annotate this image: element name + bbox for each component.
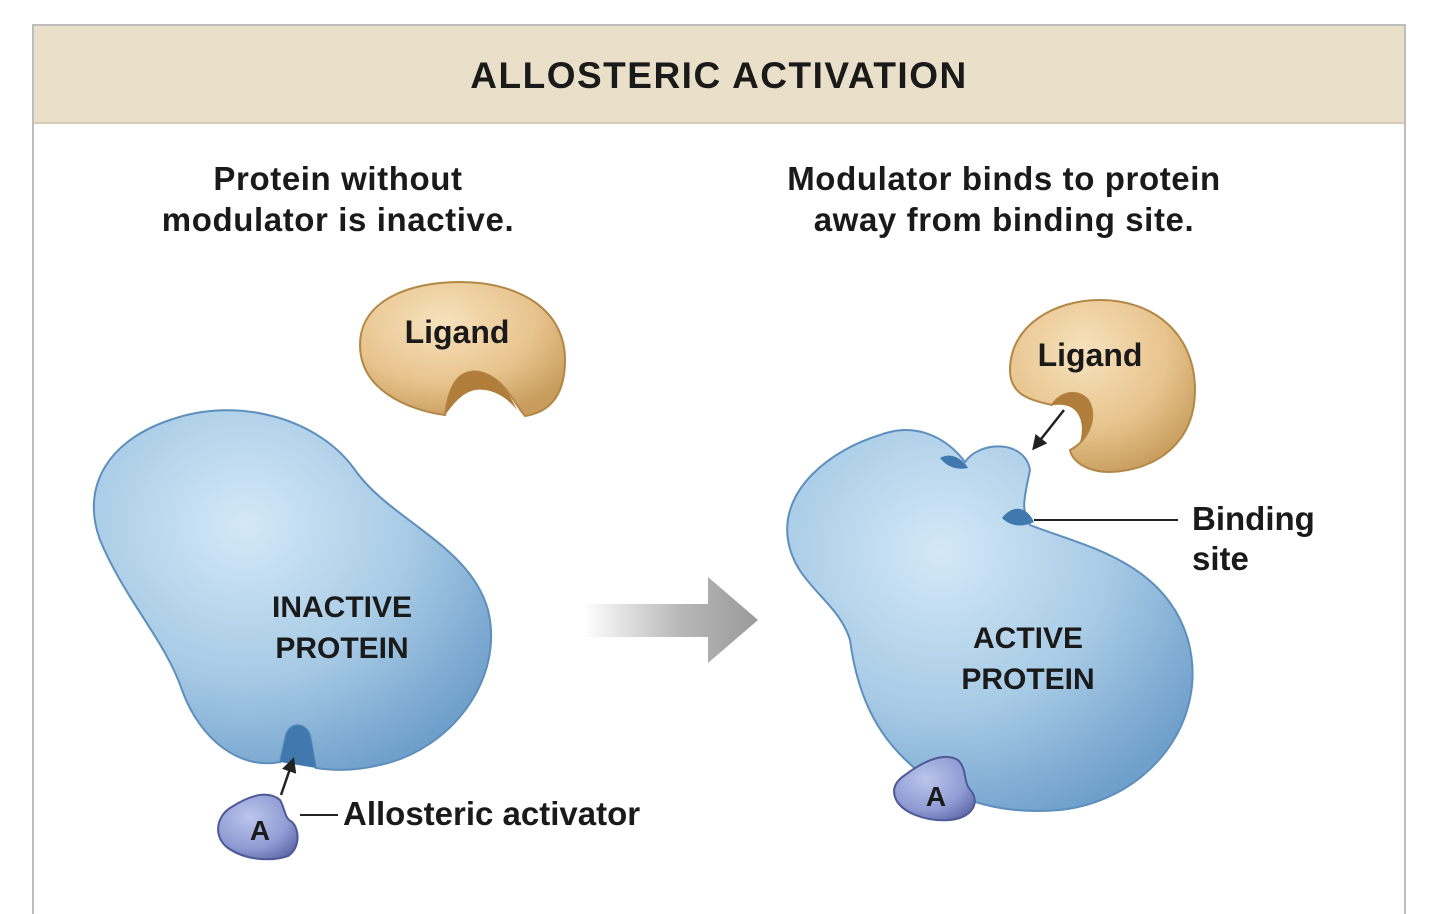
inactive-protein-label-line1: INACTIVE bbox=[272, 591, 412, 624]
left-ligand-label: Ligand bbox=[405, 314, 510, 350]
left-ligand-shape bbox=[358, 280, 567, 418]
title-bar: ALLOSTERIC ACTIVATION bbox=[34, 26, 1404, 124]
transition-arrow-shape bbox=[583, 577, 758, 663]
right-activator-letter: A bbox=[926, 781, 946, 812]
left-ligand: Ligand bbox=[358, 280, 567, 418]
binding-site-label-line2: site bbox=[1192, 540, 1249, 577]
left-ligand-notch bbox=[445, 371, 517, 415]
right-ligand-shape bbox=[1008, 298, 1197, 474]
left-activator: A Allosteric activator bbox=[217, 757, 640, 861]
binding-site-callout: Binding site bbox=[1034, 500, 1315, 577]
ligand-binding-arrow bbox=[1032, 409, 1065, 451]
binding-site-pocket bbox=[1002, 508, 1034, 526]
right-heading-line2: away from binding site. bbox=[813, 201, 1195, 238]
right-panel-heading: Modulator binds to protein away from bin… bbox=[678, 158, 1330, 240]
active-protein-label-line2: PROTEIN bbox=[961, 663, 1094, 696]
left-activator-letter: A bbox=[250, 815, 270, 846]
left-heading-line2: modulator is inactive. bbox=[161, 201, 515, 238]
inactive-protein-label-line2: PROTEIN bbox=[275, 632, 408, 665]
right-heading-line1: Modulator binds to protein bbox=[787, 160, 1221, 197]
right-activator: A bbox=[893, 755, 976, 822]
left-heading-line1: Protein without bbox=[213, 160, 463, 197]
right-ligand: Ligand bbox=[1008, 298, 1197, 474]
active-protein-label-line1: ACTIVE bbox=[973, 622, 1083, 655]
inactive-protein: INACTIVE PROTEIN bbox=[92, 409, 493, 771]
inactive-protein-shape bbox=[92, 409, 493, 771]
figure-title: ALLOSTERIC ACTIVATION bbox=[470, 55, 968, 96]
right-ligand-notch bbox=[1052, 392, 1093, 442]
activator-callout-label: Allosteric activator bbox=[343, 795, 640, 832]
right-ligand-label: Ligand bbox=[1038, 337, 1143, 373]
active-protein-cleft bbox=[940, 455, 968, 469]
activator-binding-arrow bbox=[279, 757, 297, 796]
right-activator-shape bbox=[893, 755, 976, 822]
left-panel-heading: Protein without modulator is inactive. bbox=[72, 158, 604, 240]
left-activator-shape bbox=[217, 793, 299, 861]
transition-arrow bbox=[583, 577, 758, 663]
binding-site-label-line1: Binding bbox=[1192, 500, 1315, 537]
active-protein: ACTIVE PROTEIN bbox=[786, 429, 1194, 812]
active-protein-shape bbox=[786, 429, 1194, 812]
